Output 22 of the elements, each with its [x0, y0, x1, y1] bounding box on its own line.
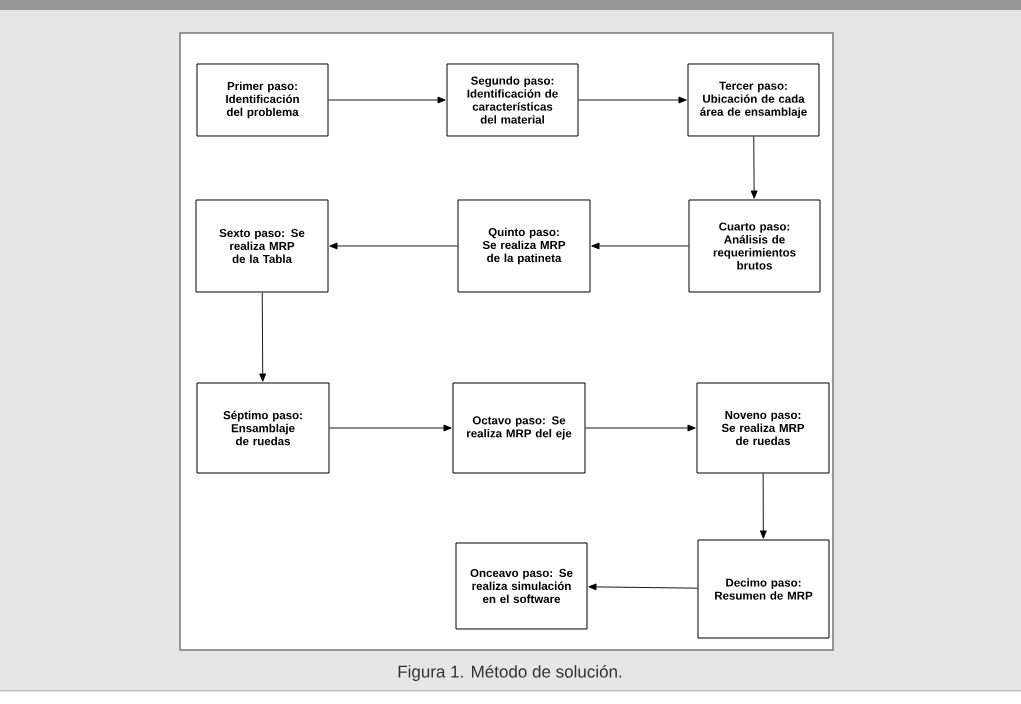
step-box: Segundo paso: Identificación de características del material [446, 63, 579, 137]
arrow [750, 136, 758, 199]
arrow [588, 583, 698, 591]
step-box: Onceavo paso: Se realiza simulación en el software [455, 542, 588, 630]
arrow [259, 292, 267, 382]
arrow [585, 424, 696, 432]
arrow [759, 473, 767, 539]
step-box: Octavo paso: Se realiza MRP del eje [452, 382, 586, 474]
step-box: Cuarto paso: Análisis de requerimientos brutos [688, 199, 821, 293]
arrow [328, 96, 446, 104]
step-box: Tercer paso: Ubicación de cada área de ensamblaje [687, 63, 820, 137]
step-box: Decimo paso: Resumen de MRP [697, 539, 830, 639]
step-box: Séptimo paso: Ensamblaje de ruedas [196, 382, 330, 474]
caption: Figura 1. Método de solución. [398, 664, 622, 681]
step-box: Noveno paso: Se realiza MRP de ruedas [696, 382, 830, 474]
arrow [578, 96, 687, 104]
step-box: Quinto paso: Se realiza MRP de la patineta [457, 199, 591, 293]
arrow [329, 242, 458, 250]
arrow [591, 242, 689, 250]
step-box: Primer paso: Identificación del problema [196, 63, 329, 137]
step-box: Sexto paso: Se realiza MRP de la Tabla [195, 199, 329, 293]
arrow [329, 424, 452, 432]
